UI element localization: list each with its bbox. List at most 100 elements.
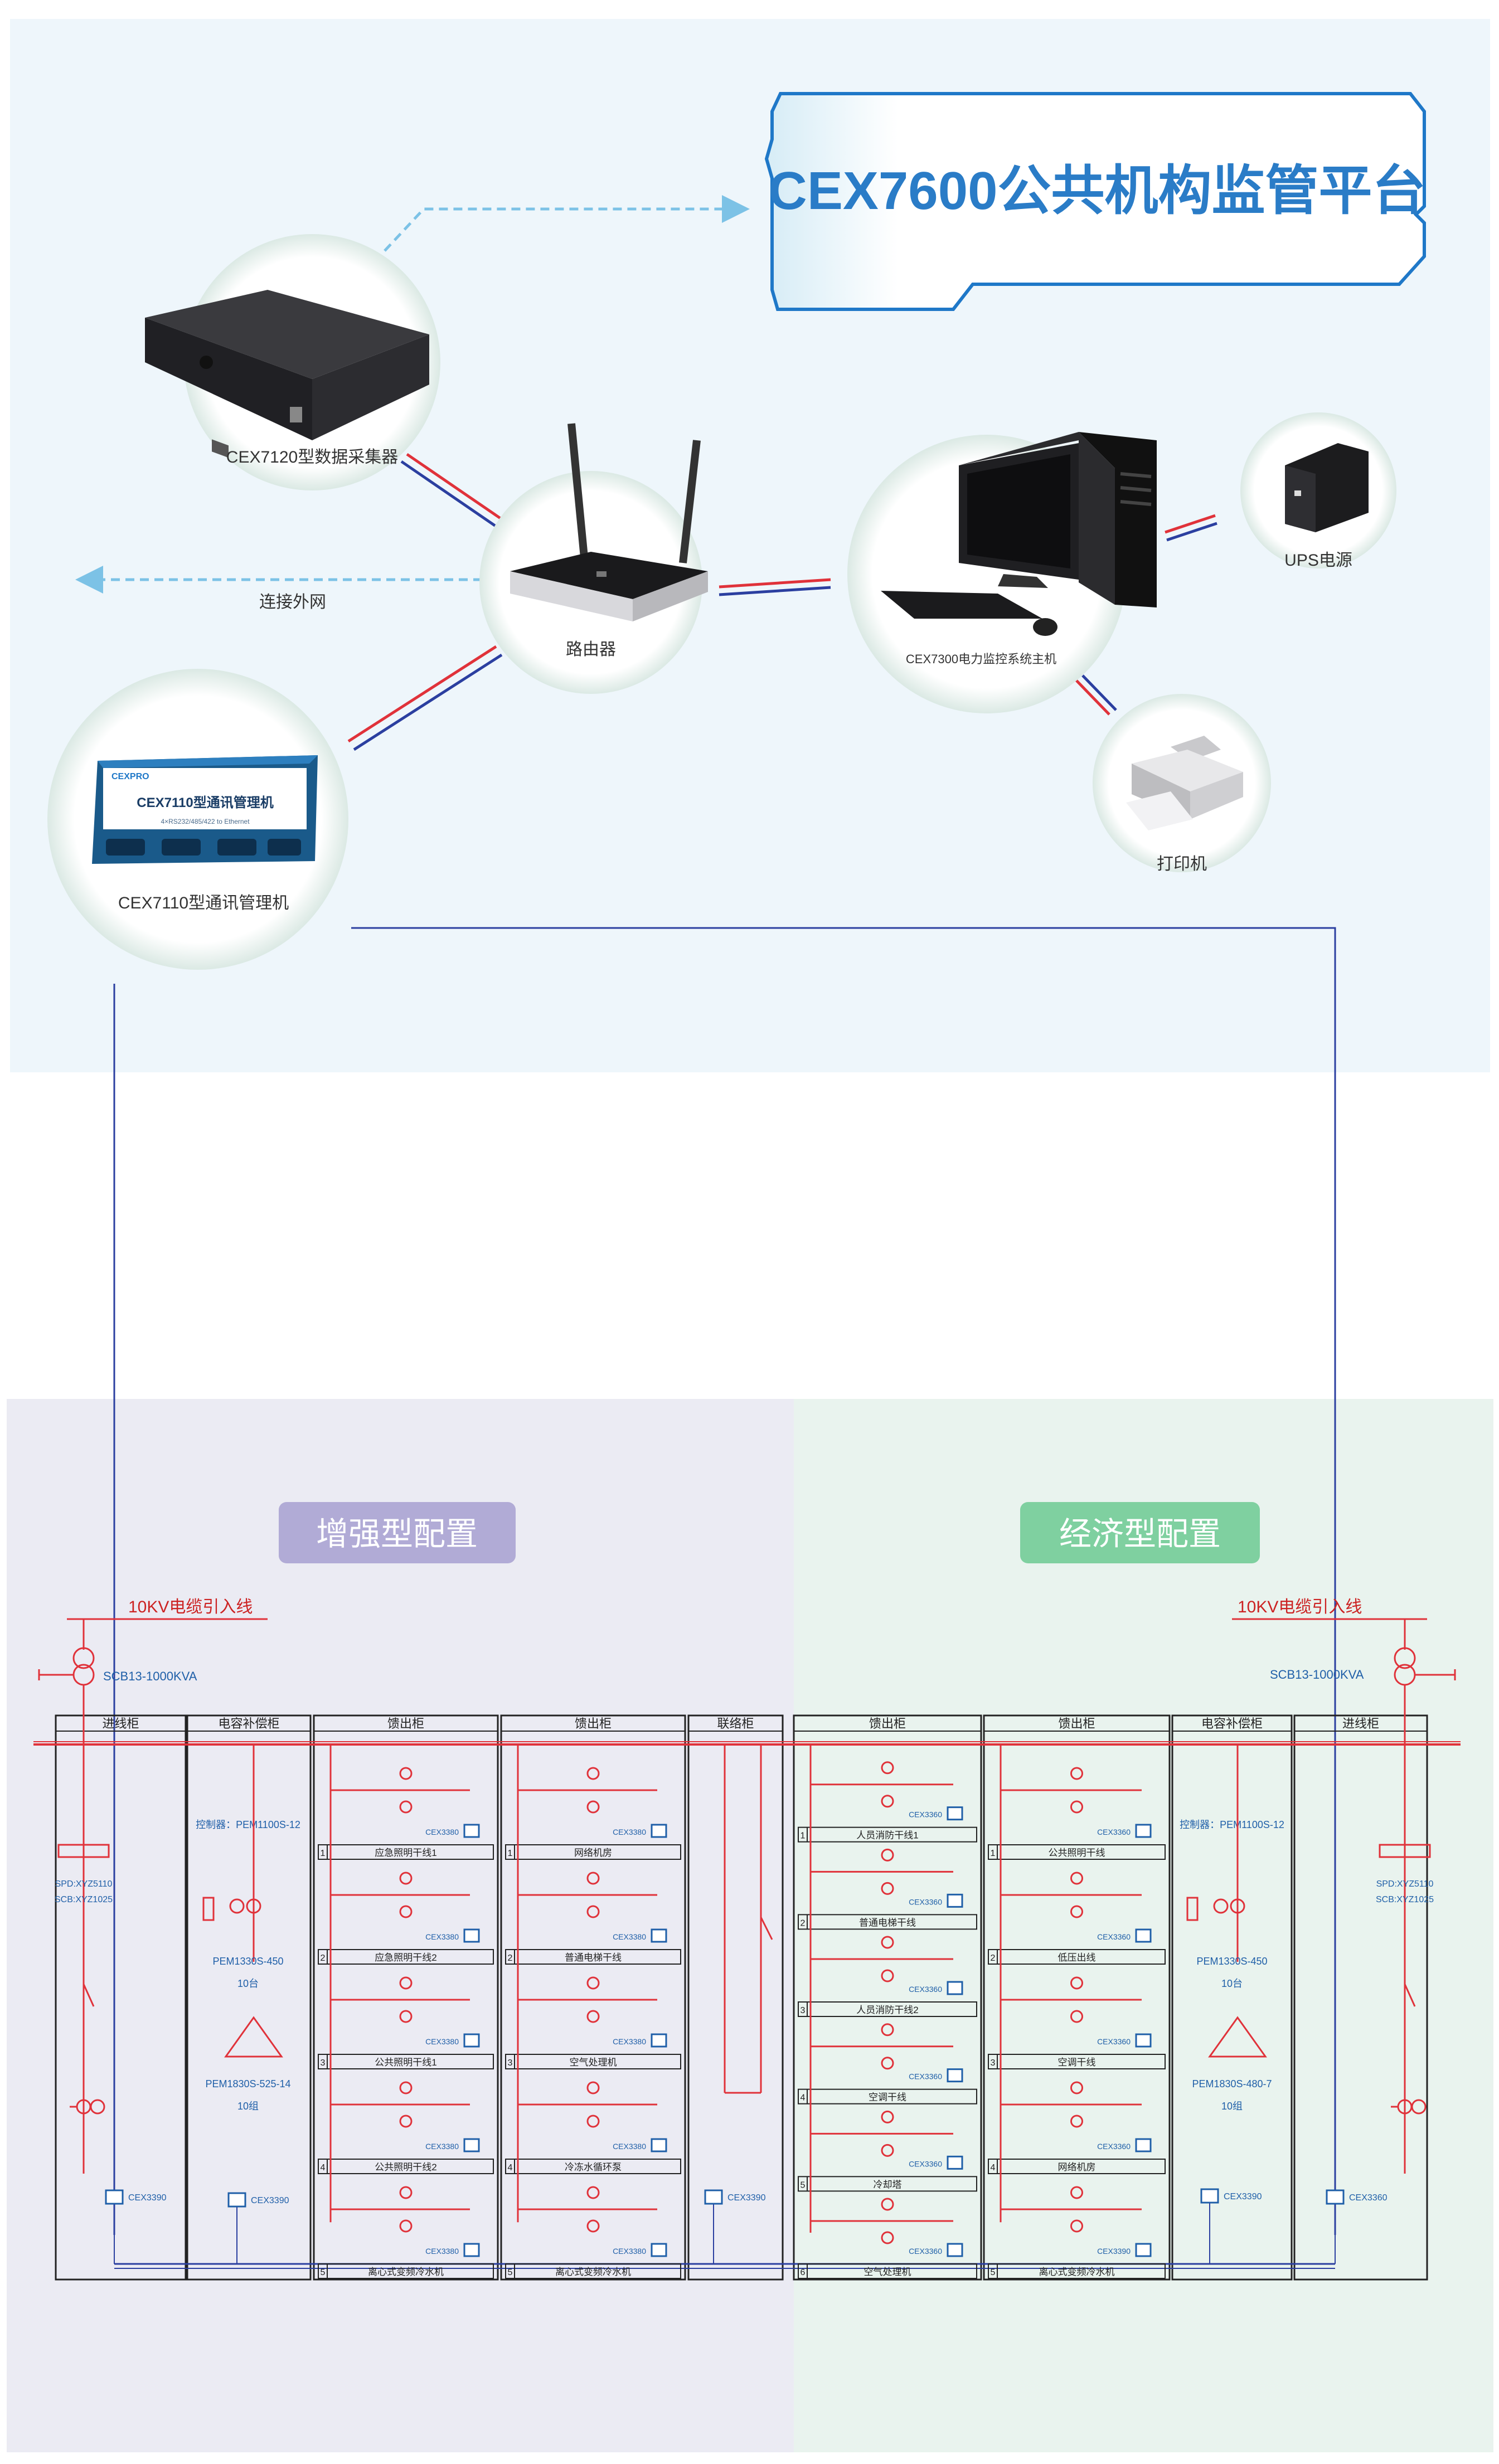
meter-icon xyxy=(651,1824,667,1838)
ups-label: UPS电源 xyxy=(1284,551,1352,570)
feeder-ct-icon xyxy=(881,2231,894,2244)
feeder-number: 3 xyxy=(321,2058,326,2068)
feeder-number: 6 xyxy=(801,2268,806,2277)
cabinet-header-label: 馈出柜 xyxy=(869,1717,906,1731)
cabinet-meter-icon xyxy=(227,2192,246,2208)
meter-label: CEX3390 xyxy=(1097,2247,1131,2256)
capacitor-bank-icon xyxy=(1208,2016,1267,2058)
right-transformer-label: SCB13-1000KVA xyxy=(1270,1668,1364,1681)
feeder-label-box xyxy=(988,2263,1166,2279)
gateway-device-brand: CEXPRO xyxy=(111,772,149,781)
enhanced-badge-label: 增强型配置 xyxy=(316,1516,478,1552)
feeder-label: 普通电梯干线 xyxy=(859,1917,916,1928)
feeder-label: 离心式变频冷水机 xyxy=(1039,2267,1115,2277)
feeder-label-box xyxy=(798,1914,977,1930)
left-cable-label: 10KV电缆引入线 xyxy=(128,1598,253,1616)
meter-label: CEX3360 xyxy=(909,1810,942,1819)
meter-icon xyxy=(947,1806,963,1821)
meter-label: CEX3360 xyxy=(909,2247,942,2256)
feeder-number: 1 xyxy=(991,1849,996,1858)
cabinet-header-label: 馈出柜 xyxy=(387,1717,424,1731)
feeder-label-box xyxy=(318,1844,494,1860)
enhanced-badge xyxy=(279,1502,516,1563)
feeder-ct-icon xyxy=(1070,1767,1083,1780)
feeder-ct-icon xyxy=(399,2186,413,2199)
breaker-switch xyxy=(83,1984,95,2007)
enhanced-panel xyxy=(7,1399,794,2452)
meter-icon xyxy=(947,1893,963,1908)
feeder-number: 2 xyxy=(991,1953,996,1963)
gateway-label: CEX7110型通讯管理机 xyxy=(118,894,289,912)
meter-label: CEX3360 xyxy=(909,2159,942,2168)
gateway-device-title: CEX7110型通讯管理机 xyxy=(137,795,273,810)
cap-module-count-label: 10组 xyxy=(1221,2101,1243,2112)
feeder-label: 人员消防干线2 xyxy=(856,2005,918,2015)
meter-icon xyxy=(651,2243,667,2257)
cabinet-frame xyxy=(55,1714,187,2281)
feeder-number: 5 xyxy=(991,2268,996,2277)
capacitor-bank-icon xyxy=(224,2016,283,2058)
feeder-label: 普通电梯干线 xyxy=(565,1952,622,1963)
cabinet-frame xyxy=(983,1714,1171,2281)
cabinet-header-label: 电容补偿柜 xyxy=(218,1717,279,1731)
signal-bus-lines xyxy=(113,927,1336,2235)
platform-title: CEX7600公共机构监管平台 xyxy=(769,161,1426,221)
gateway-device-sub: 4×RS232/485/422 to Ethernet xyxy=(161,818,250,825)
meter-label: CEX3380 xyxy=(425,2247,459,2256)
feeder-number: 3 xyxy=(508,2058,513,2068)
scb-label: SCB:XYZ1025 xyxy=(1376,1895,1434,1904)
feeder-label: 公共照明干线2 xyxy=(375,2162,436,2173)
cabinet-meter-icon xyxy=(1200,2188,1219,2204)
feeder-ct-icon xyxy=(1070,2186,1083,2199)
cap-ct-icon xyxy=(229,1898,245,1914)
cabinet-header-label: 进线柜 xyxy=(1342,1717,1379,1731)
router-device xyxy=(510,423,708,621)
feeder-ct-icon xyxy=(881,1795,894,1808)
feeder-ct-icon xyxy=(586,1872,600,1885)
feeder-label: 离心式变频冷水机 xyxy=(555,2267,631,2277)
feeder-label-box xyxy=(318,2263,494,2279)
meter-label: CEX3380 xyxy=(613,2247,646,2256)
cabinet-frame xyxy=(1293,1714,1428,2281)
feeder-ct-icon xyxy=(399,1800,413,1814)
feeder-label: 应急照明干线1 xyxy=(375,1848,436,1858)
spd-device xyxy=(1379,1844,1431,1858)
economic-badge xyxy=(1020,1502,1260,1563)
feeder-label-box xyxy=(505,1949,681,1965)
feeder-number: 5 xyxy=(321,2268,326,2277)
feeder-label-box xyxy=(988,1949,1166,1965)
feeder-ct-icon xyxy=(881,1936,894,1949)
cabinet-meter-label: CEX3390 xyxy=(727,2193,766,2203)
cap-meter-label: PEM1330S-450 xyxy=(1196,1956,1267,1967)
feeder-ct-icon xyxy=(399,2081,413,2094)
external-network-label: 连接外网 xyxy=(259,593,326,611)
feeder-number: 5 xyxy=(508,2268,513,2277)
ups-device xyxy=(1285,443,1369,532)
feeder-label-box xyxy=(988,2159,1166,2174)
meter-label: CEX3380 xyxy=(425,1932,459,1941)
feeder-number: 4 xyxy=(801,2093,806,2103)
feeder-ct-icon xyxy=(586,1976,600,1990)
cap-count-label: 10台 xyxy=(237,1978,259,1989)
cabinet-meter-icon xyxy=(1326,2189,1345,2205)
feeder-label-box xyxy=(798,2001,977,2017)
meter-label: CEX3360 xyxy=(1097,2142,1131,2151)
router-label: 路由器 xyxy=(566,640,616,659)
feeder-label: 空气处理机 xyxy=(864,2267,911,2277)
meter-icon xyxy=(463,1928,480,1943)
spd-device xyxy=(57,1844,110,1858)
meter-icon xyxy=(463,1824,480,1838)
feeder-number: 1 xyxy=(321,1849,326,1858)
meter-icon xyxy=(463,2138,480,2152)
feeder-ct-icon xyxy=(1070,2219,1083,2233)
cabinet-header-label: 进线柜 xyxy=(102,1717,139,1731)
meter-label: CEX3360 xyxy=(1097,1932,1131,1941)
meter-label: CEX3360 xyxy=(1097,2037,1131,2046)
feeder-label: 冷冻水循环泵 xyxy=(565,2162,622,2173)
feeder-label-box xyxy=(798,1826,977,1843)
cabinet-meter-label: CEX3390 xyxy=(251,2196,289,2205)
feeder-ct-icon xyxy=(399,2219,413,2233)
feeder-label-box xyxy=(988,2054,1166,2069)
spd-label: SPD:XYZ5110 xyxy=(1376,1879,1434,1889)
